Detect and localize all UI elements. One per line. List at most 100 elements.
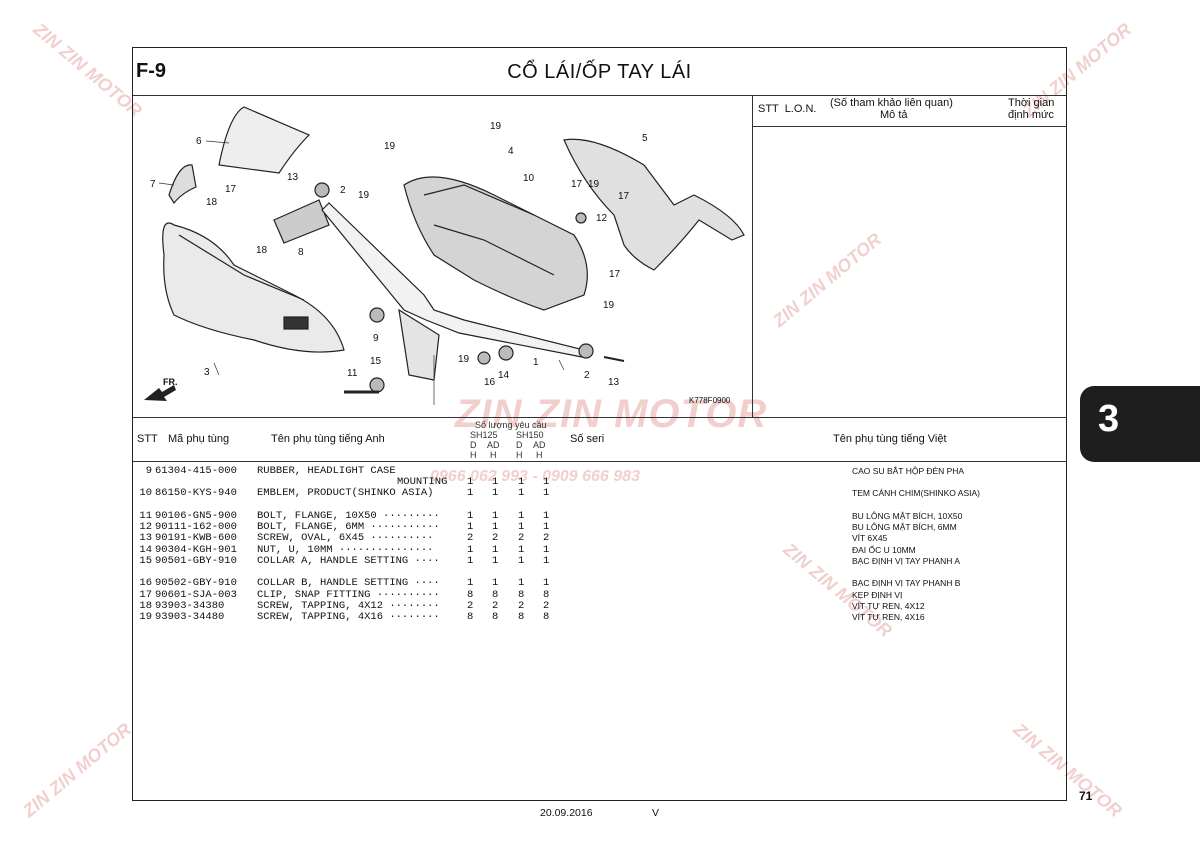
part-qty: 1 [518,521,525,533]
part-stt: 12 [139,521,152,533]
part-name-vi: VÍT 6X45 [852,533,888,543]
watermark-brand-topleft: ZIN ZIN MOTOR [29,19,146,122]
part-name-en: BOLT, FLANGE, 10X50 ········· [257,510,440,522]
part-name-en: RUBBER, HEADLIGHT CASE [257,465,396,477]
part-qty: 8 [467,611,474,623]
part-stt: 14 [139,544,152,556]
part-qty: 1 [467,577,474,589]
th-sub-3: D [516,440,523,450]
th-sub2-2: H [490,450,497,460]
callout-6: 6 [196,136,202,147]
part-qty: 1 [467,521,474,533]
part-name-vi: TEM CÁNH CHIM(SHINKO ASIA) [852,488,980,498]
part-qty: 2 [518,600,525,612]
part-qty: 2 [543,532,550,544]
part-16-collar [477,351,491,365]
ref-header-desc-1: (Số tham khảo liên quan) [830,97,953,109]
part-name-en: NUT, U, 10MM ··············· [257,544,434,556]
part-2b-rubber [578,343,594,359]
callout-16: 16 [484,377,496,388]
footer-version: V [652,807,660,819]
callout-13b: 13 [608,377,620,388]
part-qty: 1 [492,487,499,499]
callout-15: 15 [370,356,382,367]
ref-header-divider [752,126,1066,127]
callout-2b: 2 [584,370,590,381]
diagram-bottom-divider [133,417,1066,418]
part-qty: 2 [518,532,525,544]
part-name-en: SCREW, TAPPING, 4X16 ········ [257,611,440,623]
part-name-en: EMBLEM, PRODUCT(SHINKO ASIA) [257,487,434,499]
part-qty: 8 [518,589,525,601]
part-stt: 15 [139,555,152,567]
callout-5: 5 [642,133,648,144]
ref-header-time-1: Thời gian [1008,97,1055,109]
part-qty: 1 [492,544,499,556]
part-qty: 1 [543,544,550,556]
th-sub-4: AD [533,440,546,450]
th-stt: STT [137,433,158,445]
part-name-vi: BẠC ĐỊNH VỊ TAY PHANH A [852,556,961,566]
part-name-vi: BU LÔNG MẶT BÍCH, 6MM [852,522,957,532]
part-qty: 1 [543,510,550,522]
part-name-vi: CAO SU BẮT HỘP ĐÈN PHA [852,466,965,476]
callout-17b: 17 [571,179,583,190]
diagram-divider [752,95,753,417]
th-sub2-4: H [536,450,543,460]
callout-7: 7 [150,179,156,190]
part-qty: 1 [492,555,499,567]
exploded-parts-diagram [144,106,745,405]
part-name-en: SCREW, TAPPING, 4X12 ········ [257,600,440,612]
part-qty: 1 [467,510,474,522]
part-name-vi: BU LÔNG MẶT BÍCH, 10X50 [852,511,963,521]
watermark-phone-center: 0966 062 993 - 0909 666 983 [430,468,640,485]
part-qty: 8 [543,611,550,623]
part-number: 90191-KWB-600 [155,532,237,544]
part-qty: 1 [543,521,550,533]
callout-18b: 18 [256,245,268,256]
part-qty: 1 [467,555,474,567]
callout-17c: 17 [618,191,630,202]
callout-14: 14 [498,370,510,381]
part-stt: 17 [139,589,152,601]
part-number: 90304-KGH-901 [155,544,237,556]
callout-19f: 19 [458,354,470,365]
part-name-en: BOLT, FLANGE, 6MM ··········· [257,521,440,533]
part-12-bolt [575,212,587,224]
handle-cover-part [403,176,588,311]
ref-header-stt: STT L.O.N. [758,103,817,115]
part-qty: 1 [492,577,499,589]
th-sub2-3: H [516,450,523,460]
part-qty: 2 [467,600,474,612]
part-9-rubber [369,307,385,323]
part-qty: 1 [492,521,499,533]
part-stt: 9 [145,465,152,477]
part-number: 90601-SJA-003 [155,589,237,601]
part-qty: 8 [543,589,550,601]
part-stt: 16 [139,577,152,589]
part-stt: 11 [139,510,152,522]
part-name-en-line2: MOUNTING [397,476,448,488]
watermark-brand-bottomleft: ZIN ZIN MOTOR [19,719,136,822]
callout-17d: 17 [609,269,621,280]
th-model-1: SH125 [470,430,498,440]
page-number: 71 [1079,789,1093,803]
part-qty: 1 [467,476,474,488]
part-qty: 1 [492,476,499,488]
callout-9: 9 [373,333,379,344]
th-sub2-1: H [470,450,477,460]
th-qty-label: Số lượng yêu cầu [475,420,547,430]
part-qty: 8 [492,589,499,601]
right-cover-part [563,138,745,271]
callout-3: 3 [204,367,210,378]
part-number: 90111-162-000 [155,521,237,533]
direction-arrow [144,385,176,401]
callout-17a: 17 [225,184,237,195]
part-name-vi: ĐAI ỐC U 10MM [852,545,916,555]
th-name-en: Tên phụ tùng tiếng Anh [271,433,385,445]
part-stt: 10 [139,487,152,499]
callout-19d: 19 [588,179,600,190]
callout-10: 10 [523,173,535,184]
part-name-en: CLIP, SNAP FITTING ·········· [257,589,440,601]
part-number: 93903-34480 [155,611,225,623]
